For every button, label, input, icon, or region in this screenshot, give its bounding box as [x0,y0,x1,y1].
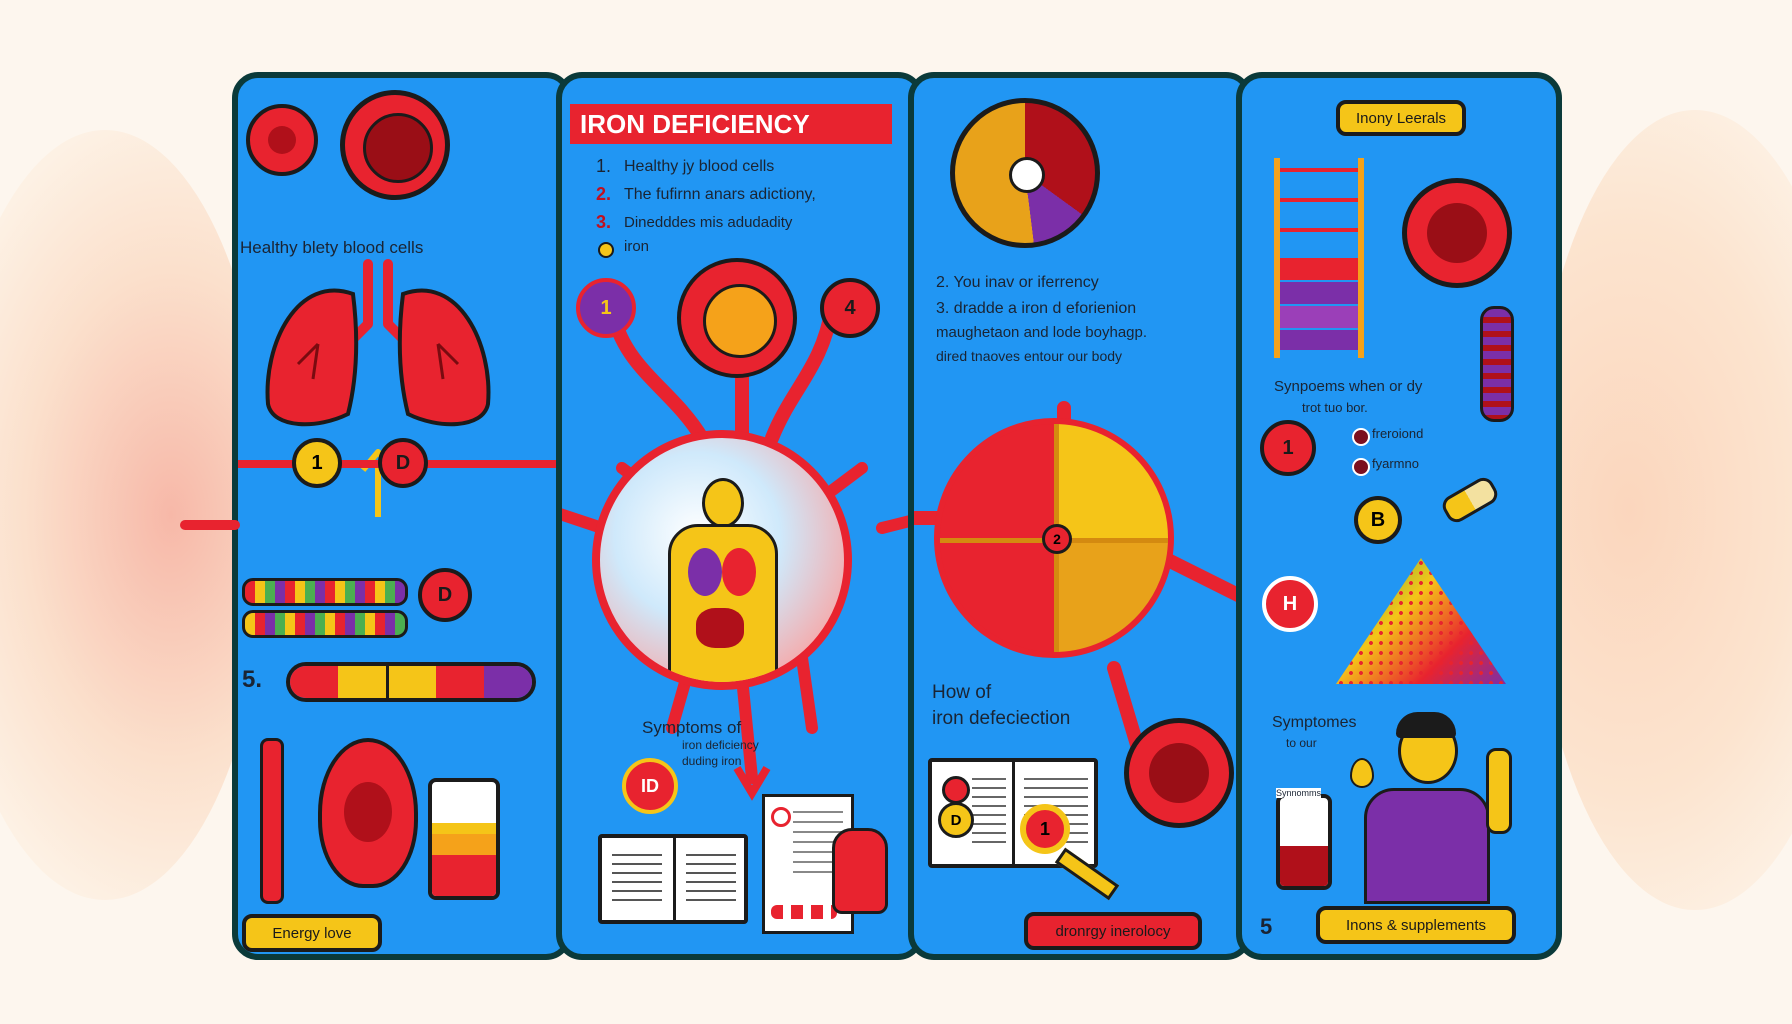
red-blood-cell-icon [246,104,318,176]
supplements-tag: Inons & supplements [1316,906,1516,944]
info-line-4: dired tnaoves entour our body [936,348,1123,364]
symptoms-text-1: Synpoems when or dy [1274,378,1423,395]
badge-1: 1 [292,438,342,488]
pie-disc-icon [950,98,1100,248]
legend-dot-1 [1352,428,1370,446]
person-icon [1358,712,1512,904]
list-bullet [598,242,614,258]
blood-vessel-icon [260,738,284,904]
badge-4-network: 4 [820,278,880,338]
healthy-cells-heading: Healthy blety blood cells [240,238,424,257]
symptoms-line-2: duding iron [682,754,742,768]
lungs-icon [265,259,491,427]
energy-love-tag: Energy love [242,914,382,952]
badge-d-lower: D [418,568,472,622]
list-num-2: 2. [596,184,612,204]
badge-1-right: 1 [1260,420,1316,476]
left-arrow-stub [180,520,240,530]
heart-organ-icon [340,90,450,200]
iron-levels-tag: Inony Leerals [1336,100,1466,136]
panel-iron-levels: Inony Leerals Synpoems when or dy trot t… [1236,72,1562,960]
right-background-blob [1530,110,1792,910]
pill-bar [286,662,536,702]
symptoms-text-2: trot tuo bor. [1302,400,1368,415]
drop-icon [1350,758,1374,788]
liver-icon [318,738,418,888]
book-badge-d: D [938,802,974,838]
info-line-1: 2. You inav or iferrency [936,274,1099,291]
pill-capsule-icon [1438,473,1502,527]
list-text-2: The fufirnn anars adictiony, [624,186,816,203]
symptomes-sub: to our [1286,736,1317,750]
page-title: IRON DEFICIENCY [570,104,892,144]
center-badge-2: 2 [1042,524,1072,554]
heart-circle-icon [1124,718,1234,828]
bead-strip-1 [242,578,408,606]
badge-id: ID [622,758,678,814]
symptoms-line-1: iron deficiency [682,738,759,752]
badge-h: H [1262,576,1318,632]
energy-tag: dronrgy inerolocy [1024,912,1202,950]
legend-label-1: freroiond [1372,426,1424,441]
badge-d: D [378,438,428,488]
open-book-icon [598,834,748,924]
magnifier-icon: 1 [1020,804,1070,854]
bead-strip-2 [242,610,408,638]
left-background-blob [0,130,270,900]
heart-circle-right-icon [1402,178,1512,288]
symptoms-title: Symptoms of [642,718,742,737]
bottle-label: Synnomms [1276,788,1322,798]
panel4-number: 5 [1260,914,1273,939]
hand-icon [832,828,888,914]
human-body-circle [592,430,852,690]
legend-dot-2 [1352,458,1370,476]
how-title-1: How of [932,682,992,703]
list-num-3: 3. [596,212,612,232]
badge-1-network: 1 [576,278,636,338]
how-title-2: iron defeciection [932,708,1071,729]
list-text-3: Dinedddes mis adudadity [624,214,793,231]
info-line-3: maughetaon and lode boyhagp. [936,324,1148,341]
human-body-icon [660,478,780,682]
panel1-number: 5. [242,666,263,693]
legend-label-2: fyarmno [1372,456,1419,471]
list-num-1: 1. [596,156,612,176]
food-pyramid-icon [1336,558,1506,684]
energy-battery-icon [428,778,500,900]
panel-healthy-cells: Healthy blety blood cells 1 D D 5. Energ… [232,72,572,960]
panel-iron-deficiency: IRON DEFICIENCY 1. Healthy jy blood cell… [556,72,924,960]
iron-bead-column [1480,306,1514,422]
iron-core-circle [677,258,797,378]
badge-b: B [1354,496,1402,544]
info-line-2: 3. dradde a iron d eforienion [936,300,1137,317]
list-text-4: iron [624,238,650,255]
list-text-1: Healthy jy blood cells [624,158,775,175]
supplement-bottle-icon [1276,794,1332,890]
ladder-icon [1274,158,1364,358]
symptomes-title: Symptomes [1272,714,1357,731]
panel-iron-defection: 2. You inav or iferrency 3. dradde a iro… [908,72,1252,960]
